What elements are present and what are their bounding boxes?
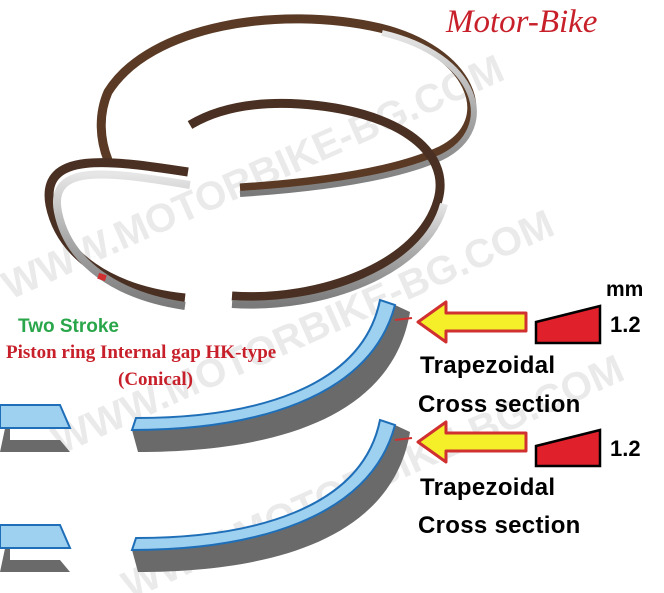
- section-dimension-1: 1.2: [610, 312, 641, 337]
- section-dimension-2: 1.2: [610, 436, 641, 461]
- section-label-1-line1: Trapezoidal: [420, 352, 556, 379]
- ring-section-lower: [0, 418, 413, 572]
- section-label-2-line2: Cross section: [418, 512, 581, 539]
- ring-gap-subtitle: (Conical): [118, 369, 193, 390]
- unit-label: mm: [606, 278, 644, 301]
- ring-section-upper: [0, 298, 413, 452]
- piston-ring-back: [96, 14, 477, 197]
- trapezoid-profile-upper: [534, 304, 602, 345]
- section-label-2-line1: Trapezoidal: [420, 474, 556, 501]
- trapezoid-profile-lower: [534, 428, 602, 468]
- piston-ring-front: [44, 98, 448, 310]
- stroke-type-label: Two Stroke: [18, 316, 119, 337]
- arrow-lower: [416, 420, 528, 464]
- brand-title: Motor-Bike: [446, 4, 598, 40]
- ring-gap-title: Piston ring Internal gap HK-type: [6, 342, 277, 363]
- section-label-1-line2: Cross section: [418, 391, 581, 418]
- arrow-upper: [416, 300, 528, 344]
